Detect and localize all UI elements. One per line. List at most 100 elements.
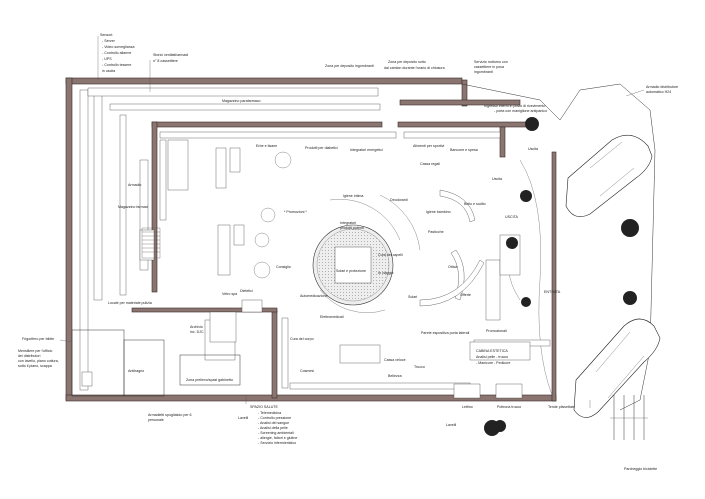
tree-icon	[623, 291, 637, 305]
stairs	[141, 227, 161, 259]
label-hair: Cura del capelli	[378, 253, 403, 257]
label-cabina: CABINA ESTETICA	[476, 349, 508, 353]
tree-icon	[494, 420, 506, 432]
label-lettino: Lettino	[462, 405, 473, 409]
label-uscita-lower: Uscita	[492, 177, 502, 181]
label-distributor-2: automatico H24	[646, 90, 671, 94]
label-staff-entrance-2: - porta con maniglione antipanico	[494, 109, 547, 113]
label-spazio-list-6: - Servizio infermieristico	[258, 441, 296, 445]
label-staff-entrance: Ingresso interni in posto di ricevimento	[484, 104, 545, 108]
exterior-wall-curve	[519, 159, 553, 396]
label-sensors-6: in uscita	[102, 69, 115, 73]
label-spazio-list-3: - Analisi della pelle	[258, 426, 288, 430]
label-distribution-2: dei distributori	[18, 354, 41, 358]
label-supplements: Integratori energetici	[350, 148, 383, 152]
label-spazio-list-1: - Controllo pressione	[258, 416, 291, 420]
label-herbs: Erbe e tisane	[256, 144, 277, 148]
curved-gondolas	[339, 189, 485, 364]
label-new-products: Integratori	[340, 221, 356, 225]
tree-icon	[525, 117, 539, 131]
exterior-wall	[461, 83, 656, 411]
label-cabina-3: - Manicure - Pedicure	[476, 361, 510, 365]
label-parapharmacy: Magazzino parafarmaco	[222, 99, 261, 103]
label-distributor: Armadio distributore	[646, 85, 678, 89]
central-display	[312, 194, 421, 313]
label-sunscreen: Bello e sudito	[464, 202, 486, 206]
label-shelter-3: ingombranti	[474, 70, 493, 74]
label-vetro: Vetro spa	[222, 292, 237, 296]
label-offerte: Offerte	[460, 293, 471, 297]
label-bellezza: Bellezza	[388, 374, 402, 378]
car-bottom	[573, 318, 661, 418]
label-lavelli-2: Lavelli	[446, 423, 456, 427]
label-ottica: Ottica	[448, 265, 457, 269]
label-distribution-3: con lavello, piano cottura,	[18, 359, 59, 363]
tree-icon	[506, 237, 518, 249]
tree-icons	[484, 117, 639, 436]
label-parete: Parete espositiva porta laterali	[421, 331, 470, 335]
label-lavelli-1: Lavelli	[238, 416, 248, 420]
label-armadietti: Armadietti spogliatoio per 6	[148, 413, 192, 417]
label-child-hygiene: Igiene bambino	[426, 210, 451, 214]
label-entrata: ENTRATA	[544, 290, 561, 294]
label-wc: inc. DJC	[190, 330, 204, 334]
label-gift: Cassa regali	[420, 162, 440, 166]
label-drawers: Storici ventilati/armadi	[153, 53, 188, 57]
leader-lines	[59, 36, 645, 408]
label-personal-hygiene: Igiene intima	[343, 194, 363, 198]
label-promozionali: Promozionali	[486, 329, 507, 333]
label-sensors-1: - Server	[102, 39, 116, 43]
storage-shelving	[79, 87, 381, 391]
label-deodorants: Deodoranti	[390, 198, 408, 202]
label-counter: Bancone e spesa	[450, 148, 478, 152]
label-locale-pers: Locale per materiale pulizia	[108, 301, 152, 305]
label-dietetica: Dietetici	[240, 289, 253, 293]
label-new-products-2: prodotti potenti	[340, 226, 364, 230]
label-solari: Solari	[408, 295, 417, 299]
label-magazzino-farmaci: Magazzino farmaci	[118, 205, 148, 209]
label-sensors-3: - Controllo allarme	[102, 51, 131, 55]
label-in-viaggio: In viaggio	[378, 271, 393, 275]
label-poltrona: Poltrona trucco	[497, 405, 521, 409]
label-sensors: Sensori:	[100, 33, 113, 37]
tree-icon	[621, 219, 639, 237]
label-consiglio: Consiglio	[276, 265, 291, 269]
label-delivery: Zona per deposito ingombranti	[325, 64, 374, 68]
label-spazio-list-0: - Telemedicina	[258, 411, 281, 415]
label-spazio-list-5: - allergie, fattori e glutine	[258, 436, 297, 440]
label-uscita-caps: USCITA	[505, 215, 519, 219]
label-antibagno: Antibagno	[128, 369, 144, 373]
label-promo: * Promozioni *	[284, 210, 307, 214]
label-shelter-2: cassettiere in posa	[474, 65, 504, 69]
label-night-2: dai camion durante l'orario di chiusura	[384, 66, 445, 70]
label-shelter: Servizio notturno con	[474, 60, 508, 64]
label-cosmesi: Cosmesi	[300, 369, 314, 373]
car-top	[565, 134, 653, 217]
label-spazio-list-2: - Analisi del sangue	[258, 421, 289, 425]
label-sensors-2: - Video sorveglianza	[102, 45, 135, 49]
tree-icon	[520, 190, 532, 202]
label-spazio-list-4: - Screening ambientali	[258, 431, 294, 435]
label-exit-top: Uscita	[528, 147, 538, 151]
label-night: Zona per deposito sotto	[388, 60, 426, 64]
label-pastilles: Pasticche	[428, 230, 444, 234]
label-drawers-2: n° 8 cassettiere	[153, 59, 178, 63]
label-armadio: Armadio	[128, 183, 141, 187]
label-sport: Alimenti per sportivi	[413, 144, 445, 148]
label-distribution: Mensiliere per l'ufficio	[18, 349, 52, 353]
label-sensors-4: - UPS	[102, 57, 112, 61]
label-elettromedicali: Elettromedicali	[320, 315, 344, 319]
lower-rooms	[71, 311, 241, 397]
label-archivio: Archivio	[190, 325, 203, 329]
bike-rack	[610, 395, 648, 440]
label-diabetics: Prodotti per diabetici	[305, 146, 338, 150]
label-distribution-4: sotto il piano, scappa	[18, 364, 52, 368]
label-space-serv: Zona prelievo/spazi gabinetto	[186, 378, 233, 382]
label-cura-corpo: Cura del corpo	[290, 337, 314, 341]
tree-icon	[521, 297, 531, 307]
label-tende: Tende plissettate	[548, 405, 575, 409]
label-parcheggio: Parcheggio biciclette	[624, 467, 657, 471]
label-cassa-veloce: Cassa veloce	[384, 358, 406, 362]
outer-walls	[65, 77, 557, 402]
